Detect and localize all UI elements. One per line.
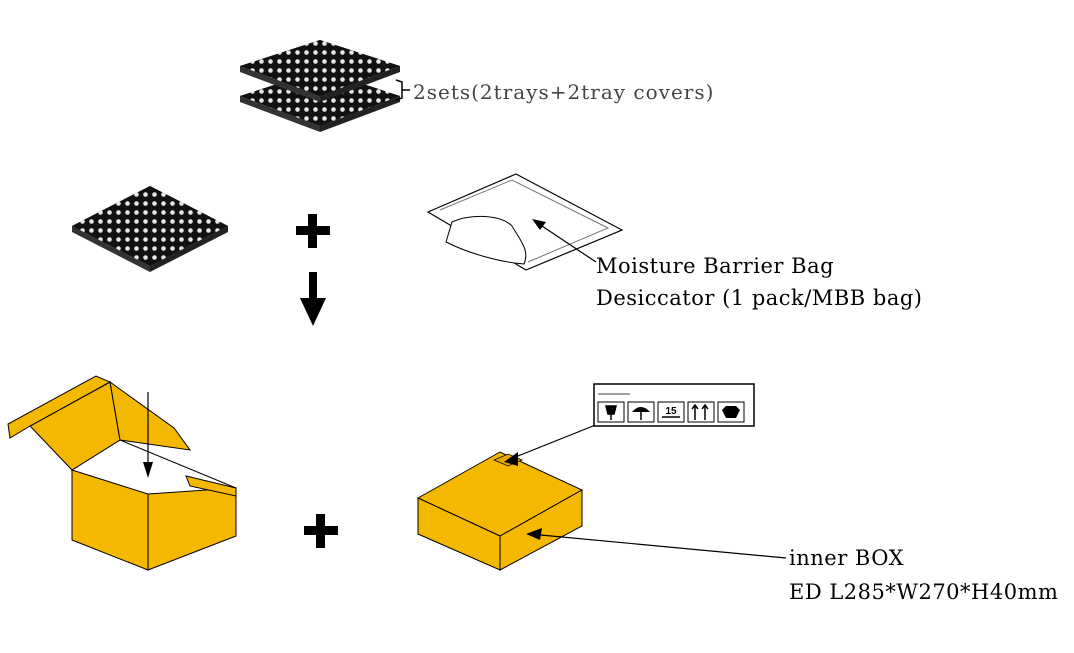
moisture-barrier-bag-icon [426, 173, 624, 271]
inner-box-label: inner BOX [789, 546, 905, 570]
tray-sets-label: 2sets(2trays+2tray covers) [413, 80, 715, 104]
down-arrow-icon [300, 272, 326, 326]
desiccator-label: Desiccator (1 pack/MBB bag) [596, 286, 923, 310]
moisture-barrier-bag-label: Moisture Barrier Bag [596, 254, 835, 278]
plus-icon [304, 514, 338, 548]
inner-box-dimensions-label: ED L285*W270*H40mm [789, 580, 1059, 604]
label-number: 15 [665, 406, 677, 417]
open-box-icon [7, 375, 238, 571]
closed-box-icon [416, 423, 787, 571]
handling-label-icon: 15 [593, 383, 755, 427]
single-tray-icon [72, 186, 228, 272]
stacked-trays-icon [240, 40, 410, 132]
plus-icon [296, 214, 330, 248]
